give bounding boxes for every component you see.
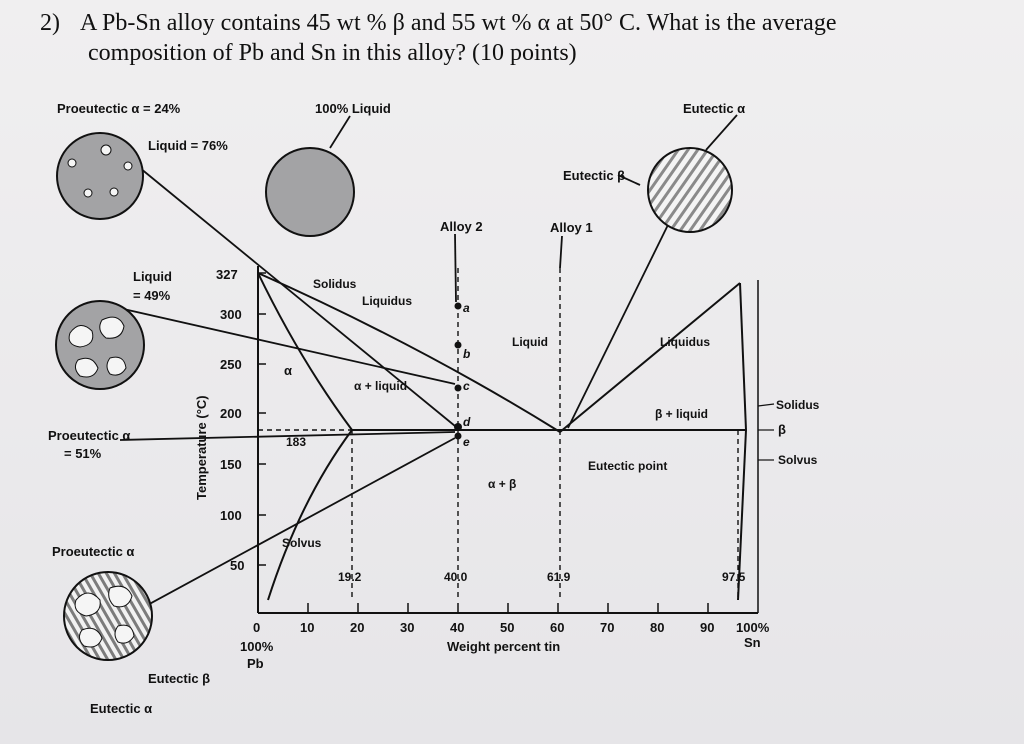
label-liquidus-right: Liquidus bbox=[660, 335, 710, 349]
y-tick-200: 200 bbox=[220, 406, 242, 421]
label-comp-97-5: 97.5 bbox=[722, 570, 746, 584]
x-tick-10: 10 bbox=[300, 620, 314, 635]
y-tick-250: 250 bbox=[220, 357, 242, 372]
x-tick-90: 90 bbox=[700, 620, 714, 635]
label-comp-19-2: 19.2 bbox=[338, 570, 362, 584]
label-comp-40-0: 40.0 bbox=[444, 570, 468, 584]
x-left-end-100: 100% bbox=[240, 639, 274, 654]
x-left-end-pb: Pb bbox=[247, 656, 264, 671]
label-alloy1: Alloy 1 bbox=[550, 220, 593, 235]
microstructure-proeutectic-eutectic bbox=[63, 571, 153, 661]
label-solvus-right: Solvus bbox=[778, 453, 818, 467]
label-alpha-region: α bbox=[284, 363, 292, 378]
label-point-c: c bbox=[463, 379, 470, 393]
solidus-left-curve bbox=[257, 272, 353, 431]
y-tick-327: 327 bbox=[216, 267, 238, 282]
label-liquid-76: Liquid = 76% bbox=[148, 138, 228, 153]
x-axis-ticks: 0 10 20 30 40 50 60 70 80 90 100% bbox=[253, 620, 770, 635]
label-temp-183: 183 bbox=[286, 435, 306, 449]
label-proeutectic-51-b: = 51% bbox=[64, 446, 102, 461]
x-tick-40: 40 bbox=[450, 620, 464, 635]
solidus-right-leader bbox=[757, 403, 775, 407]
x-tick-100: 100% bbox=[736, 620, 770, 635]
label-point-e: e bbox=[463, 435, 470, 449]
label-proeutectic-24: Proeutectic α = 24% bbox=[57, 101, 181, 116]
label-beta-region: β bbox=[778, 422, 786, 437]
label-point-a: a bbox=[463, 301, 470, 315]
microstructure-liquid-100 bbox=[265, 147, 355, 237]
axes bbox=[257, 266, 759, 614]
y-tick-50: 50 bbox=[230, 558, 244, 573]
dashed-guides bbox=[258, 268, 739, 600]
y-axis-ticks: 327 300 250 200 150 100 50 bbox=[216, 267, 244, 573]
microstructure-eutectic-top bbox=[647, 147, 733, 233]
label-liquid-49-a: Liquid bbox=[133, 269, 172, 284]
x-tick-50: 50 bbox=[500, 620, 514, 635]
y-tick-100: 100 bbox=[220, 508, 242, 523]
label-solvus-left: Solvus bbox=[282, 536, 322, 550]
x-axis-label: Weight percent tin bbox=[447, 639, 560, 654]
solvus-right-curve bbox=[737, 429, 747, 601]
x-tick-30: 30 bbox=[400, 620, 414, 635]
solidus-right-curve bbox=[739, 282, 747, 431]
y-tick-300: 300 bbox=[220, 307, 242, 322]
x-right-end-sn: Sn bbox=[744, 635, 761, 650]
label-alpha-liquid: α + liquid bbox=[354, 379, 407, 393]
label-liquid-100: 100% Liquid bbox=[315, 101, 391, 116]
label-solidus-left: Solidus bbox=[313, 277, 357, 291]
leader-lines bbox=[109, 114, 738, 621]
question-text: 2) A Pb-Sn alloy contains 45 wt % β and 5… bbox=[40, 8, 1000, 68]
label-proeutectic-51-a: Proeutectic α bbox=[48, 428, 130, 443]
label-beta-liquid: β + liquid bbox=[655, 407, 708, 421]
microstructure-proeutectic-24 bbox=[56, 132, 144, 220]
solvus-left-curve bbox=[267, 429, 353, 601]
x-tick-70: 70 bbox=[600, 620, 614, 635]
y-tick-150: 150 bbox=[220, 457, 242, 472]
label-liquid: Liquid bbox=[512, 335, 548, 349]
label-eutectic-beta-top: Eutectic β bbox=[563, 168, 625, 183]
x-tick-0: 0 bbox=[253, 620, 260, 635]
microstructure-proeutectic-51 bbox=[55, 300, 145, 390]
question-number: 2) bbox=[40, 10, 60, 36]
label-eutectic-point: Eutectic point bbox=[588, 459, 667, 473]
label-alloy2: Alloy 2 bbox=[440, 219, 483, 234]
label-point-b: b bbox=[463, 347, 470, 361]
question-line-2: composition of Pb and Sn in this alloy? … bbox=[88, 40, 577, 66]
alloy2-points bbox=[454, 302, 462, 440]
label-liquid-49-b: = 49% bbox=[133, 288, 171, 303]
phase-boundaries bbox=[257, 272, 747, 601]
x-tick-20: 20 bbox=[350, 620, 364, 635]
y-axis-label: Temperature (°C) bbox=[194, 395, 209, 500]
label-eutectic-beta-bottom: Eutectic β bbox=[148, 671, 210, 686]
label-alpha-beta: α + β bbox=[488, 477, 516, 491]
liquidus-right-curve bbox=[559, 282, 741, 433]
label-liquidus-left: Liquidus bbox=[362, 294, 412, 308]
x-tick-80: 80 bbox=[650, 620, 664, 635]
question-line-1: A Pb-Sn alloy contains 45 wt % β and 55 … bbox=[80, 10, 837, 36]
x-tick-60: 60 bbox=[550, 620, 564, 635]
label-point-d: d bbox=[463, 415, 471, 429]
label-eutectic-alpha-bottom: Eutectic α bbox=[90, 701, 152, 716]
label-proeutectic-alpha: Proeutectic α bbox=[52, 544, 134, 559]
liquidus-left-curve bbox=[257, 272, 561, 433]
label-solidus-right: Solidus bbox=[776, 398, 820, 412]
label-eutectic-alpha-top: Eutectic α bbox=[683, 101, 745, 116]
label-comp-61-9: 61.9 bbox=[547, 570, 571, 584]
